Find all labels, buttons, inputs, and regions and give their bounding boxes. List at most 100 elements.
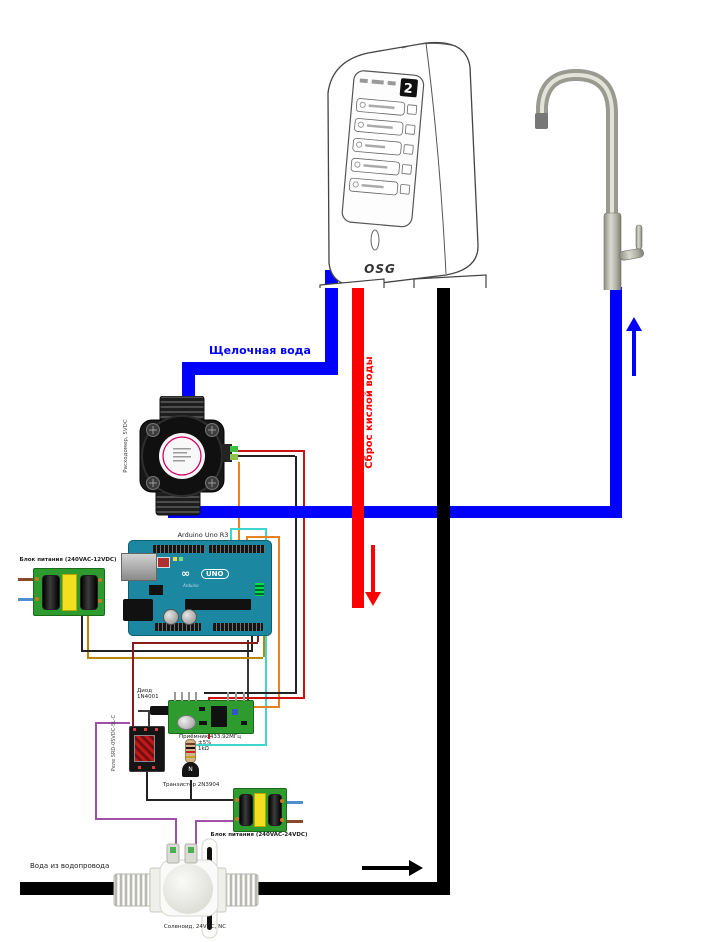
wire-relay-drive [257, 632, 259, 642]
arduino-brand-text: Arduino [183, 583, 199, 588]
psu-pin [98, 599, 102, 603]
sensor-connector [222, 444, 232, 462]
wire-relay-gnd [146, 768, 148, 799]
ionizer-display-value: 2 [403, 81, 413, 97]
receiver-pin [227, 692, 229, 701]
wire-psu12-gnd [81, 612, 83, 650]
relay-pin [133, 728, 136, 731]
receiver-ic [211, 706, 227, 727]
label-resistor-value: 1kΩ [198, 746, 209, 753]
faucet-gooseneck [536, 68, 618, 226]
pipe-alkaline-horizontal [182, 362, 338, 375]
psu-pin [98, 578, 102, 582]
pipe-alkaline-to-sensor [182, 362, 195, 406]
label-alkaline-water: Щелочная вода [209, 344, 311, 357]
faucet-handle [619, 248, 644, 261]
flow-arrow-right-head [409, 860, 423, 876]
resistor-band [186, 756, 195, 758]
wire-data-cyan [230, 528, 232, 542]
arduino-icsp-header [255, 583, 264, 596]
receiver-pin [195, 692, 197, 701]
solenoid-terminal [166, 843, 180, 864]
wire-sensor-signal [238, 462, 240, 546]
wire-psu12-gnd [81, 650, 253, 652]
psu-pin [35, 577, 39, 581]
flow-arrow-up-head [626, 317, 642, 331]
pipe-alkaline-long [168, 506, 622, 518]
faucet-handle-grip [635, 224, 643, 250]
wire-solenoid-a [96, 722, 130, 724]
resistor-1k [185, 739, 196, 763]
label-psu-12v: Блок питания (240VAC-12VDC) [19, 557, 117, 563]
label-diode: Диод 1N4001 [137, 688, 159, 701]
wire-solenoid-b [195, 820, 197, 846]
wire-rx-vcc [246, 536, 279, 538]
ionizer-logo: OSG [364, 262, 396, 276]
wire-gnd-rail [295, 456, 297, 694]
faucet-spout-tip [535, 113, 548, 129]
flow-arrow-right [362, 866, 410, 870]
arduino-led [179, 557, 183, 561]
psu-pin [235, 798, 239, 802]
wire-psu12-vin [87, 612, 89, 659]
label-arduino: Arduino Uno R3 [177, 531, 229, 539]
arduino-usb-port [121, 553, 157, 581]
transistor-2n3904: N [182, 762, 199, 777]
wire-sensor-gnd [228, 455, 295, 457]
arduino-infinity-logo: ∞ [181, 567, 191, 580]
label-diode-part: 1N4001 [137, 694, 159, 701]
wire-diode-lead [138, 710, 150, 712]
receiver-component [199, 721, 207, 725]
label-receiver: Приёмник 433.92МГц [178, 734, 242, 740]
psu-pin [235, 817, 239, 821]
resistor-band [186, 743, 195, 745]
arduino-uno-logo: UNO [201, 569, 229, 579]
solenoid-valve [113, 838, 259, 939]
relay-pin [155, 728, 158, 731]
arduino-header-power [155, 623, 201, 631]
faucet-body [603, 212, 622, 290]
pipe-alkaline-out [325, 270, 338, 368]
psu-capacitor [268, 794, 282, 826]
pipe-supply-vertical [437, 288, 450, 894]
flow-arrow-down-head [365, 592, 381, 606]
receiver-component [241, 721, 247, 725]
solenoid-outlet-thread [221, 873, 259, 907]
wire-data-cyan [196, 744, 265, 746]
ionizer-control-panel: 2 [341, 70, 425, 228]
psu-pin [35, 597, 39, 601]
resistor-band [186, 751, 195, 753]
wire-vcc-rail [303, 450, 305, 699]
wire-solenoid-a [175, 818, 177, 846]
wire-gnd-rail [204, 692, 297, 694]
wire-mains-live [18, 578, 34, 581]
solenoid-inlet-thread [113, 873, 155, 907]
relay-pin [144, 728, 147, 731]
flow-sensor [139, 396, 238, 516]
arduino-mcu-chip [185, 599, 251, 610]
rf-receiver-board [168, 692, 254, 734]
arduino-header-digital [153, 545, 205, 553]
arduino-chip-small [149, 585, 163, 595]
wire-relay-drive [132, 642, 134, 728]
ionizer-display [399, 78, 418, 98]
arduino-header-analog [213, 623, 263, 631]
faucet [535, 68, 644, 290]
receiver-pin [235, 692, 237, 701]
wire-data-cyan [230, 528, 267, 530]
label-acid-water: Сброс кислой воды [364, 356, 375, 469]
wire-rx-vcc [278, 536, 280, 708]
psu-transformer [62, 574, 77, 611]
label-psu-24v: Блок питания (240VAC-24VDC) [210, 832, 308, 838]
wire-solenoid-a [95, 818, 176, 820]
psu-capacitor [239, 794, 253, 826]
arduino-power-jack [123, 599, 153, 621]
arduino-header-digital [209, 545, 265, 553]
wire-sensor-vcc [228, 450, 303, 452]
receiver-pin [243, 692, 245, 701]
flow-arrow-up [632, 330, 636, 376]
wire-data-cyan [265, 528, 267, 746]
ionizer-spout-detail [370, 229, 380, 251]
wire-transistor-emitter [190, 780, 192, 799]
